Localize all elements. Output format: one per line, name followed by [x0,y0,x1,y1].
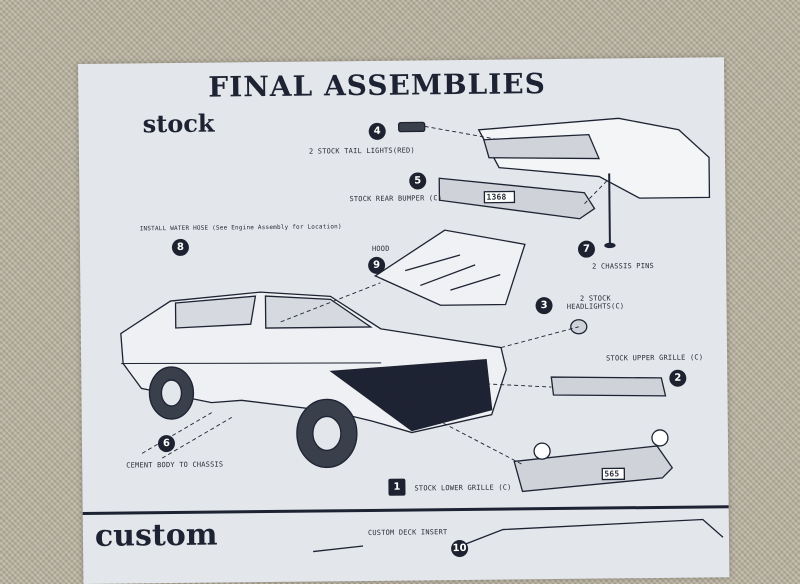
step-number-5: 5 [409,172,427,190]
step-number-7: 7 [577,240,596,258]
step-number-9: 9 [368,256,386,274]
step-label-tail-lights: 2 STOCK TAIL LIGHTS(RED) [308,146,415,156]
front-plate-text: 565 [604,469,620,479]
step-number-3: 3 [535,297,553,315]
step-label-rear-bumper: STOCK REAR BUMPER (C) [349,194,443,204]
step-number-2: 2 [669,369,687,387]
step-label-hood: HOOD [371,244,390,253]
step-label-headlights: 2 STOCK HEADLIGHTS(C) [566,294,625,311]
step-label-lower-grille: STOCK LOWER GRILLE (C) [414,483,512,493]
step-number-6: 6 [157,435,176,453]
step-number-4: 4 [368,122,386,140]
car-assembly-illustration [120,117,724,553]
section-heading-custom: custom [94,517,218,554]
step-label-cement-body: CEMENT BODY TO CHASSIS [126,460,224,470]
section-heading-stock: stock [142,108,215,139]
rear-plate-text: 1368 [486,192,507,202]
step-label-custom-deck-insert: CUSTOM DECK INSERT [367,528,448,537]
instruction-sheet: FINAL ASSEMBLIES stock 4 2 STOCK TAIL LI… [78,57,730,584]
page-title: FINAL ASSEMBLIES [208,67,547,104]
step-label-chassis-pins: 2 CHASSIS PINS [592,261,655,271]
step-number-1: 1 [388,478,406,496]
step-label-upper-grille: STOCK UPPER GRILLE (C) [606,353,704,363]
step-number-8: 8 [171,238,190,257]
